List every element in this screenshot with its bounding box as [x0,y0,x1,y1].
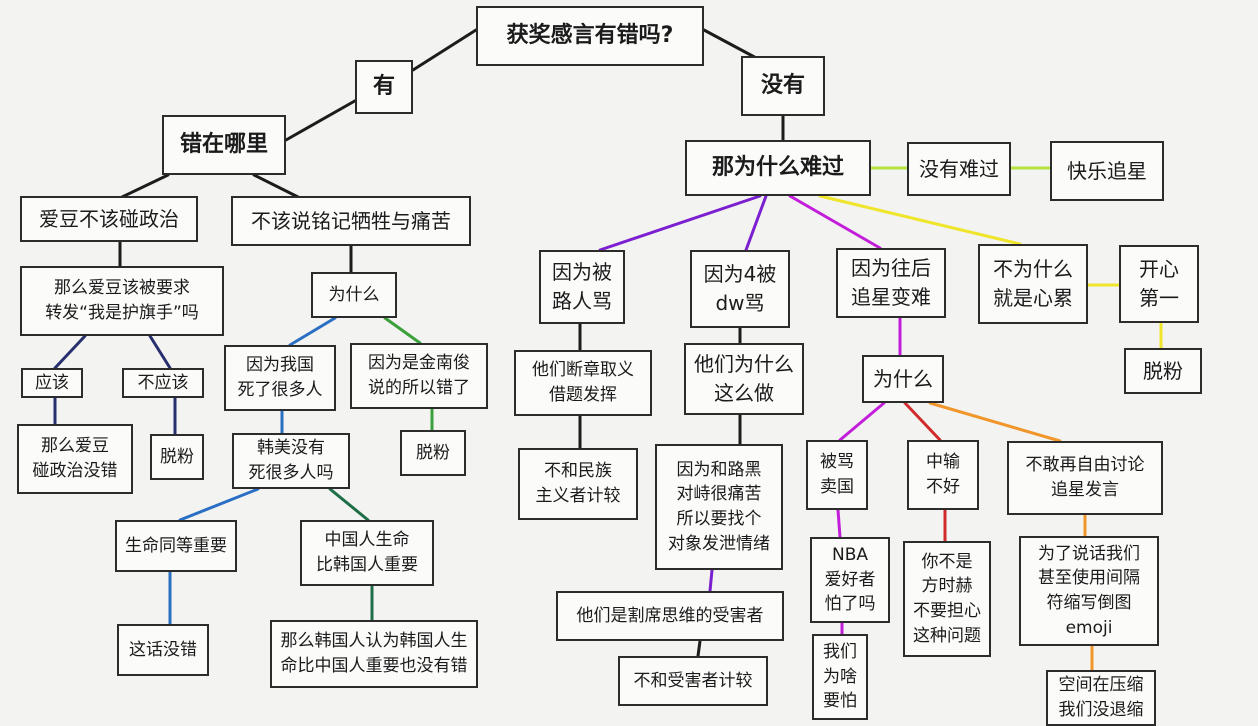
connector-line-16 [178,487,260,522]
called-traitor-node: 被骂 卖国 [806,440,868,510]
should-node: 应该 [21,368,83,398]
unfan-node-2: 脱粉 [400,430,466,476]
many-died-node: 因为我国 死了很多人 [224,345,336,411]
space-compress-node: 空间在压缩 我们没退缩 [1046,670,1156,726]
connector-line-23 [744,194,768,252]
victims-node: 他们是割席思维的受害者 [556,591,784,641]
connector-line-0 [411,28,478,72]
idol-politics-ok-node: 那么爱豆 碰政治没错 [17,424,133,494]
unfan-node-1: 脱粉 [150,434,204,480]
why-sad-node: 那为什么难过 [685,140,871,196]
future-hard-node: 因为往后 追星变难 [836,248,946,318]
connector-line-9 [148,334,172,370]
unfan-node-3: 脱粉 [1124,348,1202,394]
should-not-node: 不应该 [122,368,204,398]
happy-first-node: 开心 第一 [1119,245,1199,323]
should-not-mention-node: 不该说铭记牺牲与痛苦 [231,196,471,246]
cursed-passerby-node: 因为被 路人骂 [539,250,625,324]
connector-line-2 [284,96,362,142]
should-repost-node: 那么爱豆该被要求 转发“我是护旗手”吗 [20,266,224,336]
connector-line-25 [818,194,1022,246]
kim-nam-jun-node: 因为是金南俊 说的所以错了 [350,343,488,409]
no-node: 没有 [741,56,825,116]
lost-china-node: 中输 不好 [907,440,979,510]
life-equal-node: 生命同等重要 [115,520,237,572]
cursed-4-node: 因为4被 dw骂 [690,250,790,328]
out-of-context-node: 他们断章取义 借题发挥 [514,350,652,416]
yes-node: 有 [355,60,413,114]
connector-line-17 [328,487,370,522]
where-wrong-node: 错在哪里 [162,115,286,175]
connector-line-32 [708,568,714,593]
connector-line-12 [288,316,337,347]
nationalist-node: 不和民族 主义者计较 [518,448,638,520]
happy-node: 快乐追星 [1050,141,1164,201]
connector-line-38 [836,508,842,539]
we-fear-node: 我们 为啥 要怕 [812,634,868,720]
connector-line-5 [252,173,302,200]
korean-view-node: 那么韩国人认为韩国人生 命比中国人重要也没有错 [270,620,478,688]
tired-node: 不为什么 就是心累 [978,244,1088,324]
connector-line-8 [53,334,87,370]
connector-line-37 [928,401,1062,443]
not-sad-node: 没有难过 [907,142,1011,196]
connector-line-36 [903,401,942,442]
root-question-node: 获奖感言有错吗? [476,6,704,66]
connector-line-24 [788,194,882,250]
victims-2-node: 不和受害者计较 [618,656,768,706]
chinese-life-node: 中国人生命 比韩国人重要 [300,520,434,586]
connector-line-4 [118,173,170,200]
idol-politics-node: 爱豆不该碰政治 [20,196,198,242]
why-node-1: 为什么 [311,272,397,318]
why-they-do-node: 他们为什么 这么做 [684,343,804,415]
emoji-node: 为了说话我们 甚至使用间隔 符缩写倒图 emoji [1019,536,1159,646]
no-free-node: 不敢再自由讨论 追星发言 [1007,441,1163,515]
connector-line-33 [696,639,702,658]
pain-vent-node: 因为和路黑 对峙很痛苦 所以要找个 对象发泄情绪 [655,444,783,570]
connector-line-13 [383,316,422,345]
no-worry-node: 你不是 方时赫 不要担心 这种问题 [903,541,991,657]
connector-line-1 [702,28,762,62]
korea-not-many-node: 韩美没有 死很多人吗 [232,433,350,489]
connector-line-35 [838,401,886,442]
connector-line-22 [598,194,762,252]
why-node-2: 为什么 [862,355,944,403]
right-words-node: 这话没错 [117,624,209,676]
nba-node: NBA 爱好者 怕了吗 [810,537,890,623]
